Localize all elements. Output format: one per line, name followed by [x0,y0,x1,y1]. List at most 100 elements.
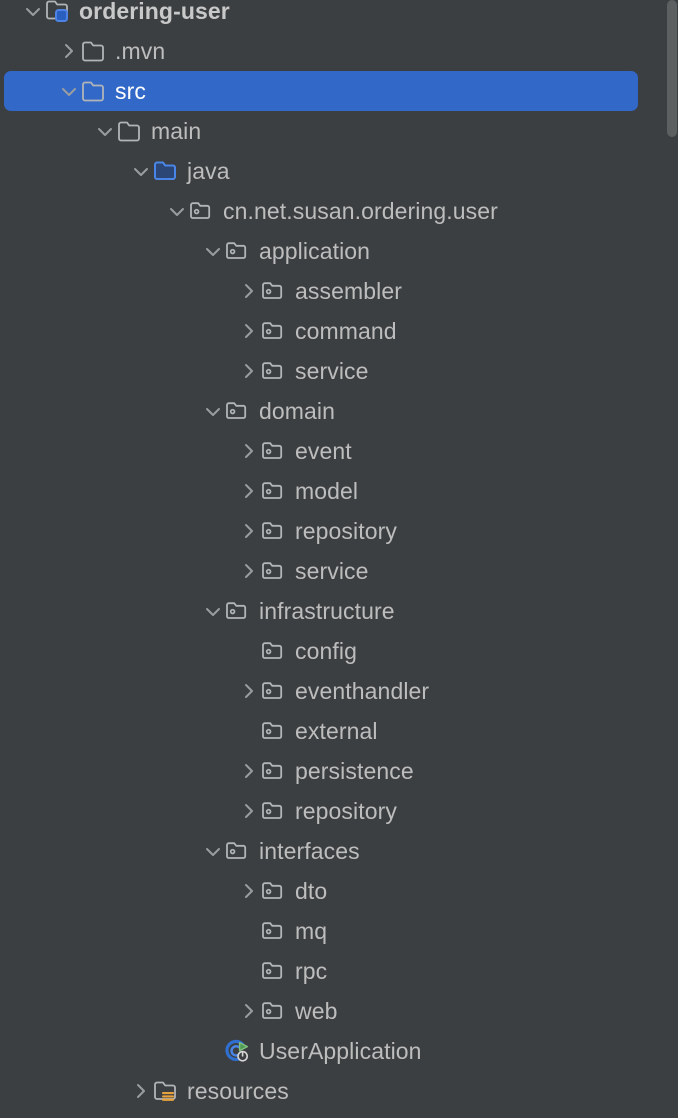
tree-indent-spacer [0,251,202,252]
chevron-down-icon[interactable] [202,400,224,422]
package-icon [260,997,288,1025]
tree-node-label: config [295,638,357,664]
package-icon [260,917,288,945]
tree-node-label: model [295,478,359,504]
tree-node-label: command [295,318,397,344]
package-icon [260,677,288,705]
tree-indent-spacer [0,491,238,492]
chevron-down-icon[interactable] [202,240,224,262]
chevron-right-icon[interactable] [238,560,260,582]
tree-indent-spacer [0,691,238,692]
tree-row[interactable]: model [0,471,678,511]
vertical-scrollbar-track[interactable] [666,0,678,1118]
chevron-right-icon[interactable] [130,1080,152,1102]
tree-node-label: ordering-user [79,0,230,24]
chevron-down-icon[interactable] [22,0,44,22]
tree-row[interactable]: .mvn [0,31,678,71]
tree-node-label: src [115,78,146,104]
tree-row[interactable]: mq [0,911,678,951]
chevron-right-icon[interactable] [238,760,260,782]
chevron-right-icon[interactable] [238,360,260,382]
tree-indent-spacer [0,371,238,372]
tree-row[interactable]: repository [0,511,678,551]
tree-row[interactable]: assembler [0,271,678,311]
tree-indent-spacer [0,451,238,452]
tree-row[interactable]: application [0,231,678,271]
source-root-icon [152,157,180,185]
chevron-down-icon[interactable] [94,120,116,142]
chevron-right-icon[interactable] [238,520,260,542]
tree-row[interactable]: config [0,631,678,671]
tree-row[interactable]: interfaces [0,831,678,871]
tree-indent-spacer [0,1051,202,1052]
tree-indent-spacer [0,51,58,52]
chevron-right-icon[interactable] [238,440,260,462]
folder-icon [116,117,144,145]
tree-row[interactable]: java [0,151,678,191]
tree-indent-spacer [0,771,238,772]
tree-row[interactable]: main [0,111,678,151]
tree-row[interactable]: service [0,551,678,591]
chevron-right-icon[interactable] [238,480,260,502]
tree-indent-spacer [0,531,238,532]
package-icon [188,197,216,225]
tree-node-label: java [187,158,230,184]
tree-node-label: persistence [295,758,414,784]
tree-row[interactable]: rpc [0,951,678,991]
tree-indent-spacer [0,331,238,332]
chevron-right-icon[interactable] [238,800,260,822]
chevron-down-icon[interactable] [130,160,152,182]
tree-node-label: eventhandler [295,678,430,704]
tree-indent-spacer [0,891,238,892]
chevron-right-icon[interactable] [238,680,260,702]
chevron-down-icon[interactable] [202,600,224,622]
tree-row[interactable]: external [0,711,678,751]
tree-node-label: external [295,718,378,744]
chevron-right-icon[interactable] [58,40,80,62]
package-icon [260,797,288,825]
tree-indent-spacer [0,1091,130,1092]
package-icon [260,517,288,545]
tree-row[interactable]: persistence [0,751,678,791]
chevron-down-icon[interactable] [202,840,224,862]
chevron-right-icon[interactable] [238,1000,260,1022]
tree-row[interactable]: web [0,991,678,1031]
tree-row[interactable]: event [0,431,678,471]
package-icon [260,357,288,385]
tree-row[interactable]: UserApplication [0,1031,678,1071]
tree-row[interactable]: command [0,311,678,351]
tree-node-label: infrastructure [259,598,395,624]
tree-row[interactable]: resources [0,1071,678,1111]
tree-indent-spacer [0,611,202,612]
tree-node-label: dto [295,878,328,904]
chevron-down-icon[interactable] [58,80,80,102]
tree-chevron-placeholder [238,640,260,662]
tree-chevron-placeholder [202,1040,224,1062]
tree-row[interactable]: domain [0,391,678,431]
chevron-right-icon[interactable] [238,280,260,302]
tree-row[interactable]: dto [0,871,678,911]
tree-node-label: rpc [295,958,328,984]
tree-row[interactable]: src [4,71,638,111]
package-icon [260,717,288,745]
package-icon [224,837,252,865]
folder-icon [80,37,108,65]
tree-row[interactable]: service [0,351,678,391]
tree-node-label: cn.net.susan.ordering.user [223,198,498,224]
package-icon [260,437,288,465]
tree-row[interactable]: ordering-user [0,0,678,31]
tree-node-label: .mvn [115,38,166,64]
chevron-right-icon[interactable] [238,320,260,342]
vertical-scrollbar-thumb[interactable] [667,0,677,137]
tree-row[interactable]: cn.net.susan.ordering.user [0,191,678,231]
chevron-down-icon[interactable] [166,200,188,222]
tree-row[interactable]: infrastructure [0,591,678,631]
chevron-right-icon[interactable] [238,880,260,902]
tree-node-label: repository [295,798,397,824]
tree-row[interactable]: eventhandler [0,671,678,711]
tree-row[interactable]: repository [0,791,678,831]
package-icon [260,637,288,665]
tree-node-label: service [295,358,369,384]
